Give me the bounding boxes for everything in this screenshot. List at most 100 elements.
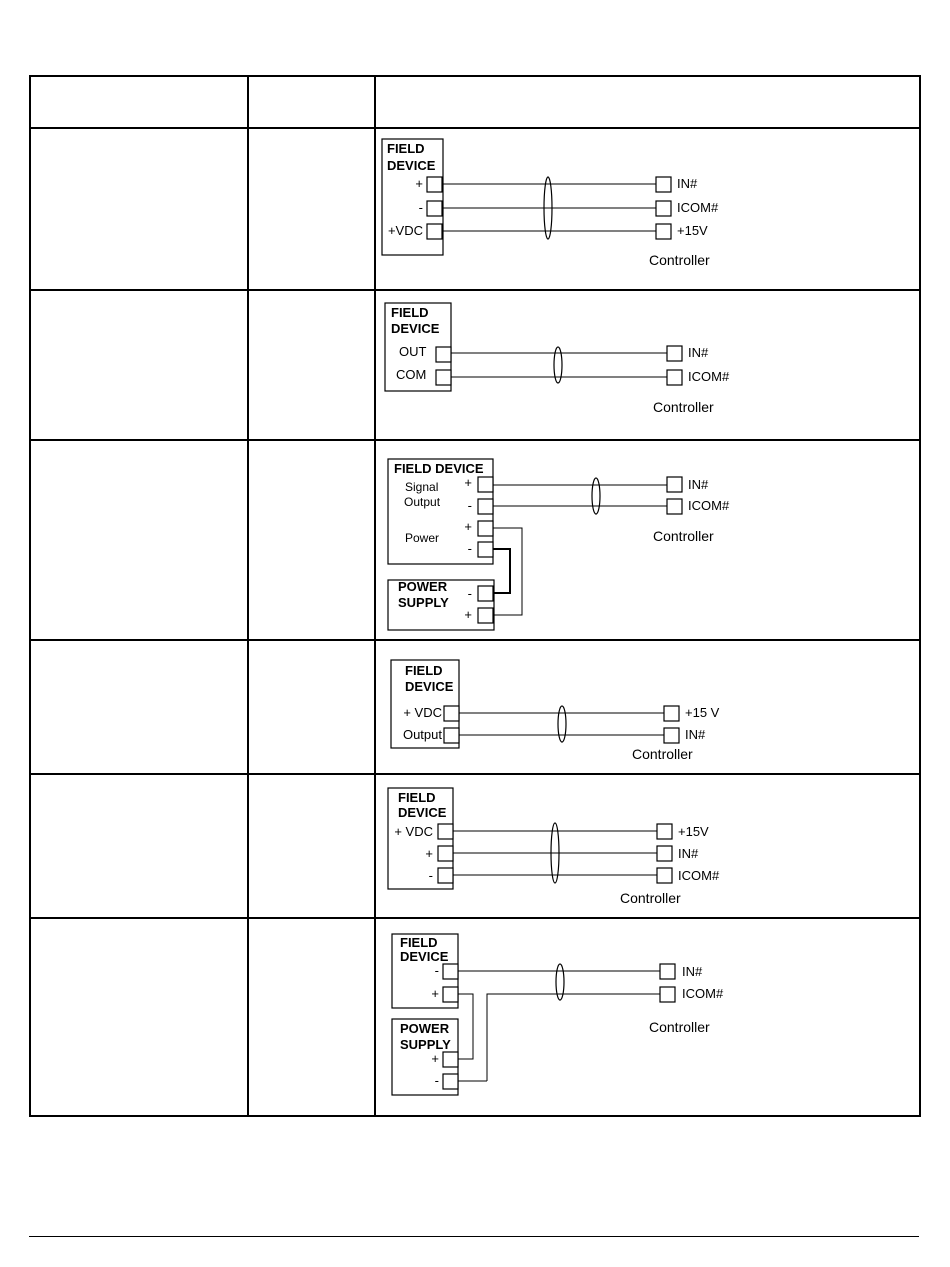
wiring-diagram-6: FIELD DEVICE - + IN# ICOM# Controller PO…	[391, 933, 724, 1096]
row-cell-1	[29, 439, 249, 641]
terminal-block	[659, 986, 676, 1003]
device-label: DEVICE	[391, 321, 440, 336]
terminal-label: Output	[403, 727, 442, 742]
table-row: FIELD DEVICE + - +VDC IN# ICOM# +15V Con…	[29, 127, 921, 291]
terminal-label: -	[435, 963, 439, 978]
terminal-label: +	[425, 846, 433, 861]
controller-terminal-label: ICOM#	[688, 498, 730, 513]
row-cell-1	[29, 289, 249, 441]
row-cell-2	[247, 289, 376, 441]
footer-rule	[29, 1236, 919, 1237]
terminal-block	[655, 223, 672, 240]
terminal-block	[435, 346, 452, 363]
row-cell-2	[247, 917, 376, 1117]
cable-shield	[543, 176, 553, 240]
controller-label: Controller	[649, 252, 710, 268]
supply-label: POWER	[400, 1021, 450, 1036]
controller-terminal-label: IN#	[688, 345, 709, 360]
terminal-label: +	[415, 176, 423, 191]
terminal-label: COM	[396, 367, 426, 382]
device-label: FIELD	[398, 790, 436, 805]
terminal-label: -	[419, 200, 423, 215]
row-cell-2	[247, 127, 376, 291]
controller-terminal-label: IN#	[682, 964, 703, 979]
device-label: DEVICE	[387, 158, 436, 173]
terminal-label: -	[468, 541, 472, 556]
terminal-block	[666, 369, 683, 386]
terminal-block	[477, 607, 494, 624]
power-wire	[493, 527, 523, 616]
device-label: DEVICE	[398, 805, 447, 820]
supply-terminal-label: +	[431, 1051, 439, 1066]
terminal-block	[666, 498, 683, 515]
row-cell-2	[247, 439, 376, 641]
terminal-block	[443, 705, 460, 722]
device-label: DEVICE	[405, 679, 454, 694]
cable-shield	[553, 346, 563, 384]
terminal-block	[656, 823, 673, 840]
row-cell-2	[247, 773, 376, 919]
header-cell-3	[374, 75, 921, 129]
table-row: FIELD DEVICE - + IN# ICOM# Controller PO…	[29, 917, 921, 1117]
row-cell-1	[29, 639, 249, 775]
wiring-diagram-3: FIELD DEVICE Signal Output Power + - + -…	[387, 458, 730, 631]
controller-terminal-label: IN#	[685, 727, 706, 742]
supply-label: SUPPLY	[400, 1037, 451, 1052]
diagram-cell: FIELD DEVICE + VDC Output +15 V IN# Cont…	[374, 639, 921, 775]
group-label: Signal	[405, 480, 438, 494]
table-row: FIELD DEVICE + VDC Output +15 V IN# Cont…	[29, 639, 921, 775]
group-label: Power	[405, 531, 439, 545]
terminal-block	[437, 845, 454, 862]
wiring-table: FIELD DEVICE + - +VDC IN# ICOM# +15V Con…	[29, 75, 921, 1117]
terminal-block	[656, 845, 673, 862]
device-label: FIELD	[400, 935, 438, 950]
power-supply-box	[387, 579, 495, 631]
terminal-block	[659, 963, 676, 980]
header-row	[29, 75, 921, 129]
terminal-block	[442, 963, 459, 980]
terminal-block	[442, 1073, 459, 1090]
row-cell-1	[29, 917, 249, 1117]
terminal-block	[477, 520, 494, 537]
field-device-box	[387, 458, 494, 565]
terminal-block	[477, 585, 494, 602]
power-wire	[493, 548, 511, 594]
diagram-cell: FIELD DEVICE OUT COM IN# ICOM# Controlle…	[374, 289, 921, 441]
header-cell-2	[247, 75, 376, 129]
diagram-cell: FIELD DEVICE + VDC + - +15V IN# ICOM# Co…	[374, 773, 921, 919]
row-cell-1	[29, 773, 249, 919]
controller-terminal-label: ICOM#	[682, 986, 724, 1001]
device-label: DEVICE	[400, 949, 449, 964]
diagram-cell: FIELD DEVICE + - +VDC IN# ICOM# +15V Con…	[374, 127, 921, 291]
device-label: FIELD	[387, 141, 425, 156]
header-cell-1	[29, 75, 249, 129]
diagram-cell: FIELD DEVICE Signal Output Power + - + -…	[374, 439, 921, 641]
controller-terminal-label: IN#	[677, 176, 698, 191]
cable-shield	[591, 477, 601, 515]
wiring-diagram-5: FIELD DEVICE + VDC + - +15V IN# ICOM# Co…	[387, 787, 720, 906]
terminal-label: + VDC	[394, 824, 433, 839]
wiring-diagram-2: FIELD DEVICE OUT COM IN# ICOM# Controlle…	[384, 302, 730, 415]
device-label: FIELD	[405, 663, 443, 678]
terminal-label: +	[431, 986, 439, 1001]
terminal-block	[443, 727, 460, 744]
terminal-block	[477, 476, 494, 493]
terminal-block	[437, 867, 454, 884]
controller-label: Controller	[632, 746, 693, 762]
controller-label: Controller	[653, 528, 714, 544]
terminal-block	[442, 986, 459, 1003]
device-label: FIELD DEVICE	[394, 461, 484, 476]
terminal-block	[477, 498, 494, 515]
table-row: FIELD DEVICE + VDC + - +15V IN# ICOM# Co…	[29, 773, 921, 919]
supply-terminal-label: -	[435, 1073, 439, 1088]
controller-terminal-label: IN#	[688, 477, 709, 492]
terminal-block	[666, 345, 683, 362]
cable-shield	[550, 822, 560, 884]
supply-label: SUPPLY	[398, 595, 449, 610]
controller-terminal-label: +15V	[678, 824, 709, 839]
terminal-block	[426, 176, 443, 193]
cable-shield	[555, 963, 565, 1001]
terminal-block	[437, 823, 454, 840]
terminal-block	[426, 223, 443, 240]
terminal-block	[655, 176, 672, 193]
